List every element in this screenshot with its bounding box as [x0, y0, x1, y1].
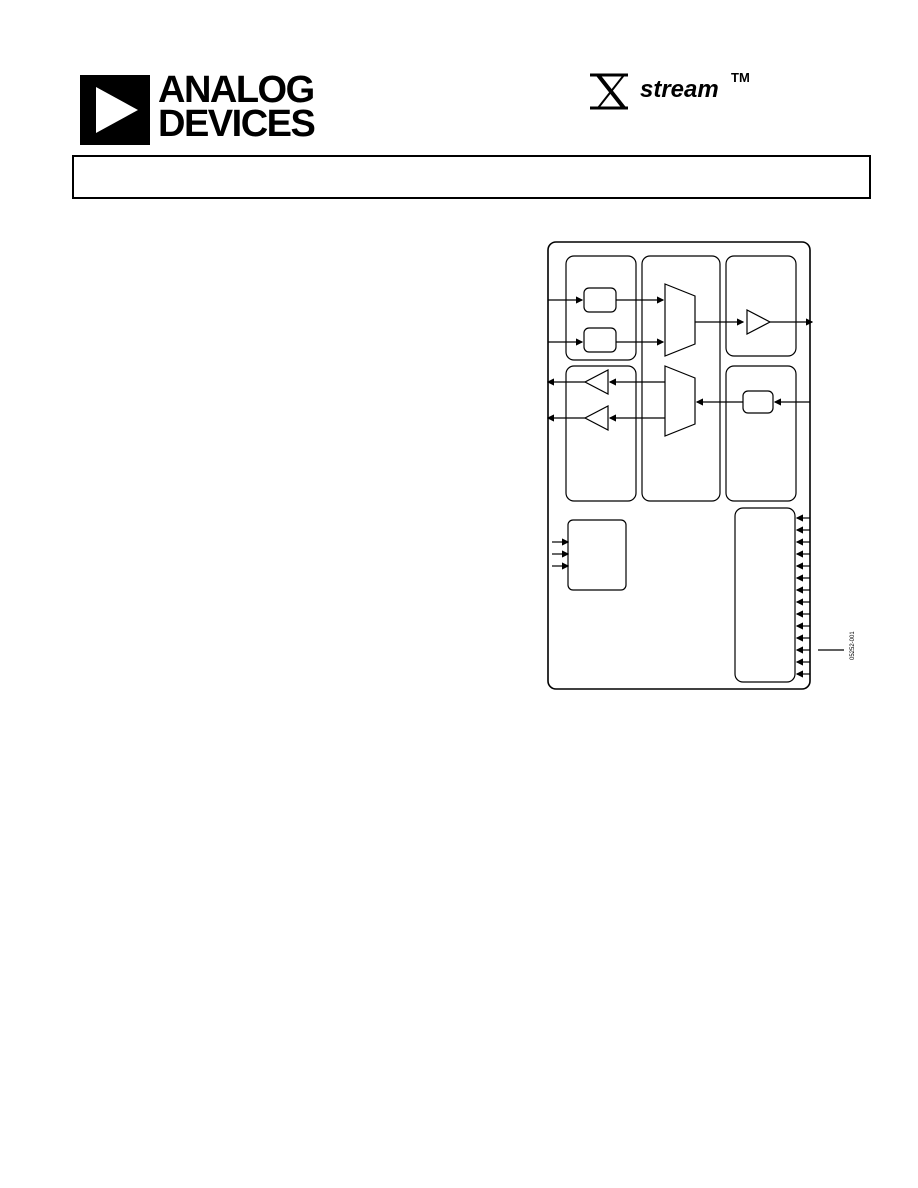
input-cell-2 [583, 327, 617, 353]
trademark-symbol: TM [731, 70, 750, 85]
logo-triangle-icon [80, 75, 150, 145]
control-block [567, 519, 627, 591]
xstream-brand-mark: stream TM [588, 70, 758, 115]
mux-bottom [664, 365, 696, 437]
logo-wordmark: ANALOG DEVICES [158, 69, 316, 145]
buffer-amp-1 [583, 369, 609, 395]
chip-outline [547, 241, 811, 690]
functional-block-diagram [546, 241, 844, 690]
register-block [734, 507, 796, 683]
input-cell-1 [583, 287, 617, 313]
input-block-top [565, 255, 637, 361]
mux-column [641, 255, 721, 502]
receiver-block [725, 365, 797, 502]
receiver-cell [742, 390, 774, 414]
output-block-left [565, 365, 637, 502]
x-logo-icon [590, 73, 628, 110]
title-box [72, 155, 871, 199]
xstream-wordmark: stream [640, 76, 719, 103]
figure-code: 05252-001 [850, 631, 856, 660]
mux-top [664, 283, 696, 357]
output-block-top [725, 255, 797, 357]
buffer-amp-2 [583, 405, 609, 431]
driver-amp [746, 309, 772, 335]
analog-devices-logo: ANALOG DEVICES [80, 69, 330, 145]
